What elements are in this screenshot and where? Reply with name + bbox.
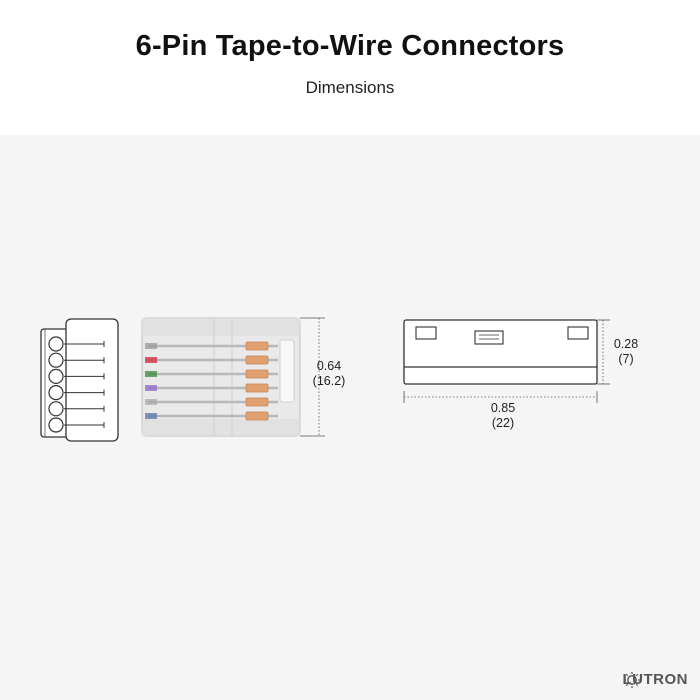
copper-contact bbox=[245, 369, 269, 379]
pin-hole bbox=[48, 417, 64, 433]
height-dimension-label: 0.64 (16.2) bbox=[304, 359, 354, 389]
side-latch bbox=[474, 330, 504, 345]
length-dimension-line bbox=[403, 391, 598, 403]
wire-color-tab bbox=[145, 385, 157, 391]
thickness-dimension-line bbox=[597, 319, 610, 385]
wire-channels bbox=[145, 341, 278, 421]
length-inches: 0.85 bbox=[490, 401, 516, 415]
thickness-mm: (7) bbox=[618, 352, 634, 366]
wire-color-tab bbox=[145, 413, 157, 419]
height-inches: 0.64 bbox=[316, 359, 342, 373]
copper-contact bbox=[245, 355, 269, 365]
connector-side-view bbox=[403, 319, 598, 385]
pin-hole bbox=[48, 336, 64, 352]
front-pin-holes bbox=[48, 336, 105, 433]
brand-logo: LUTRON bbox=[623, 671, 689, 688]
height-dimension-line bbox=[300, 317, 325, 437]
pin-hole bbox=[48, 352, 64, 368]
brand-name: LUTRON bbox=[622, 671, 688, 688]
connector-front-view bbox=[40, 318, 119, 442]
lutron-sun-icon bbox=[623, 672, 640, 688]
wire-color-tab bbox=[145, 399, 157, 405]
pin-hole bbox=[48, 385, 64, 401]
side-slot-left bbox=[415, 326, 437, 340]
pin-hole bbox=[48, 368, 64, 384]
thickness-dimension-label: 0.28 (7) bbox=[603, 337, 649, 367]
dimension-drawing bbox=[40, 317, 610, 442]
wire-color-tab bbox=[145, 371, 157, 377]
length-dimension-label: 0.85 (22) bbox=[475, 401, 531, 431]
length-mm: (22) bbox=[491, 416, 515, 430]
connector-top-view bbox=[141, 317, 301, 437]
front-housing bbox=[65, 318, 119, 442]
page-subtitle: Dimensions bbox=[305, 78, 395, 97]
thickness-inches: 0.28 bbox=[613, 337, 639, 351]
side-housing bbox=[403, 319, 598, 385]
page-title: 6-Pin Tape-to-Wire Connectors bbox=[135, 30, 565, 62]
copper-contact bbox=[245, 383, 269, 393]
height-mm: (16.2) bbox=[312, 374, 346, 388]
header: 6-Pin Tape-to-Wire Connectors Dimensions bbox=[0, 0, 700, 135]
copper-contact bbox=[245, 397, 269, 407]
pin-hole bbox=[48, 401, 64, 417]
copper-contact bbox=[245, 341, 269, 351]
wire-color-tab bbox=[145, 343, 157, 349]
side-slot-right bbox=[567, 326, 589, 340]
copper-contact bbox=[245, 411, 269, 421]
diagram-area: 0.64 (16.2) 0.28 (7) 0.85 (22) LUTRON bbox=[0, 135, 700, 700]
wire-color-tab bbox=[145, 357, 157, 363]
